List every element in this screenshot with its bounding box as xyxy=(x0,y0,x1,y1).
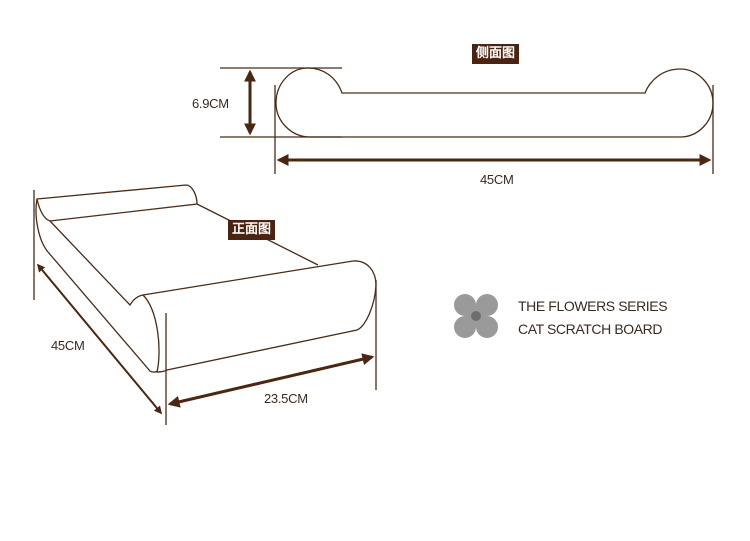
front-width-label: 23.5CM xyxy=(264,391,308,406)
front-length-arrow xyxy=(36,263,163,415)
side-length-label: 45CM xyxy=(480,172,514,187)
side-view-tag: 侧面图 xyxy=(472,44,520,64)
side-view xyxy=(220,67,714,174)
brand-line-1: THE FLOWERS SERIES xyxy=(518,298,668,314)
inner-side-edge xyxy=(49,220,144,307)
front-view-tag: 正面图 xyxy=(228,220,276,240)
side-view-outline xyxy=(275,67,714,138)
brand-line-2: CAT SCRATCH BOARD xyxy=(518,321,663,337)
front-length-label: 45CM xyxy=(51,338,85,353)
front-view xyxy=(33,184,377,425)
side-height-label: 6.9CM xyxy=(192,96,229,111)
back-pillow xyxy=(36,184,198,222)
front-roller xyxy=(141,260,377,373)
flower-icon xyxy=(454,294,498,338)
front-width-arrow xyxy=(167,353,375,408)
